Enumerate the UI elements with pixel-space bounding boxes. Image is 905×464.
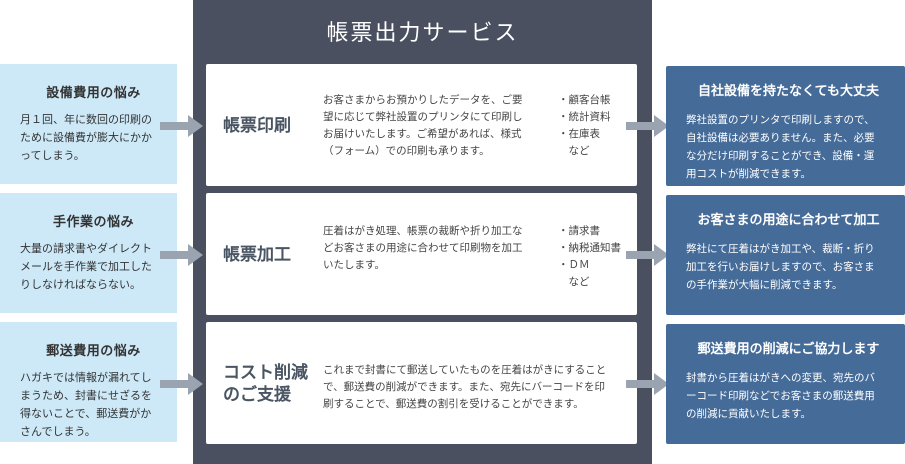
service-description: 圧着はがき処理、帳票の裁断や折り加工などお客さまの用途に合わせて印刷物を加工いた… bbox=[323, 225, 523, 271]
arrow-right-icon bbox=[160, 244, 203, 266]
problem-box-postage: 郵送費用の悩み ハガキでは情報が漏れてしまうため、封書にせざるを得ないことで、郵… bbox=[0, 322, 177, 442]
service-title: 帳票加工 bbox=[223, 245, 291, 265]
arrow-right-icon bbox=[626, 373, 669, 395]
arrow-right-icon bbox=[626, 115, 669, 137]
service-item-list: ・請求書・納税通知書・ＤＭ など bbox=[558, 225, 621, 288]
service-card-processing: 帳票加工 圧着はがき処理、帳票の裁断や折り加工などお客さまの用途に合わせて印刷物… bbox=[206, 193, 637, 315]
service-item-list: ・顧客台帳・統計資料・在庫表 など bbox=[558, 94, 611, 157]
problem-text: 大量の請求書やダイレクトメールを手作業で加工したりしなければならない。 bbox=[20, 242, 152, 291]
problem-title: 設備費用の悩み bbox=[46, 86, 141, 101]
problem-box-manual-work: 手作業の悩み 大量の請求書やダイレクトメールを手作業で加工したりしなければならな… bbox=[0, 193, 177, 313]
service-panel: 帳票出力サービス 帳票印刷 お客さまからお預かりしたデータを、ご要望に応じて弊社… bbox=[193, 0, 652, 464]
problem-box-equipment: 設備費用の悩み 月１回、年に数回の印刷のために設備費が膨大にかかってしまう。 bbox=[0, 64, 177, 184]
arrow-right-icon bbox=[160, 115, 203, 137]
problem-title: 郵送費用の悩み bbox=[46, 344, 141, 359]
arrow-right-icon bbox=[160, 373, 203, 395]
benefit-box-custom-processing: お客さまの用途に合わせて加工 弊社にて圧着はがき加工や、裁断・折り加工を行いお届… bbox=[666, 195, 905, 315]
service-title: 帳票印刷 bbox=[223, 116, 291, 136]
problem-text: ハガキでは情報が漏れてしまうため、封書にせざるを得ないことで、郵送費がかさんでし… bbox=[20, 371, 152, 438]
benefit-text: 封書から圧着はがきへの変更、宛先のバーコード印刷などでお客さまの郵送費用の削減に… bbox=[686, 372, 875, 420]
service-description: これまで封書にて郵送していたものを圧着はがきにすることで、郵送費の削減ができます… bbox=[323, 364, 607, 410]
benefit-box-postage-reduction: 郵送費用の削減にご協力します 封書から圧着はがきへの変更、宛先のバーコード印刷な… bbox=[666, 324, 905, 444]
service-card-printing: 帳票印刷 お客さまからお預かりしたデータを、ご要望に応じて弊社設置のプリンタにて… bbox=[206, 64, 637, 186]
problem-title: 手作業の悩み bbox=[52, 215, 134, 230]
service-description: お客さまからお預かりしたデータを、ご要望に応じて弊社設置のプリンタにて印刷しお届… bbox=[323, 94, 523, 157]
service-card-cost-reduction: コスト削減のご支援 これまで封書にて郵送していたものを圧着はがきにすることで、郵… bbox=[206, 322, 637, 444]
benefit-box-no-equipment: 自社設備を持たなくても大丈夫 弊社設置のプリンタで印刷しますので、自社設備は必要… bbox=[666, 66, 905, 186]
service-title: コスト削減のご支援 bbox=[223, 363, 308, 405]
page-title: 帳票出力サービス bbox=[326, 21, 519, 46]
arrow-right-icon bbox=[626, 244, 669, 266]
benefit-title: 自社設備を持たなくても大丈夫 bbox=[698, 84, 879, 99]
benefit-title: 郵送費用の削減にご協力します bbox=[697, 342, 880, 357]
benefit-title: お客さまの用途に合わせて加工 bbox=[697, 213, 880, 228]
problem-text: 月１回、年に数回の印刷のために設備費が膨大にかかってしまう。 bbox=[20, 113, 152, 162]
benefit-text: 弊社設置のプリンタで印刷しますので、自社設備は必要ありません。また、必要な分だけ… bbox=[686, 114, 875, 180]
benefit-text: 弊社にて圧着はがき加工や、裁断・折り加工を行いお届けしますので、お客さまの手作業… bbox=[686, 243, 875, 291]
